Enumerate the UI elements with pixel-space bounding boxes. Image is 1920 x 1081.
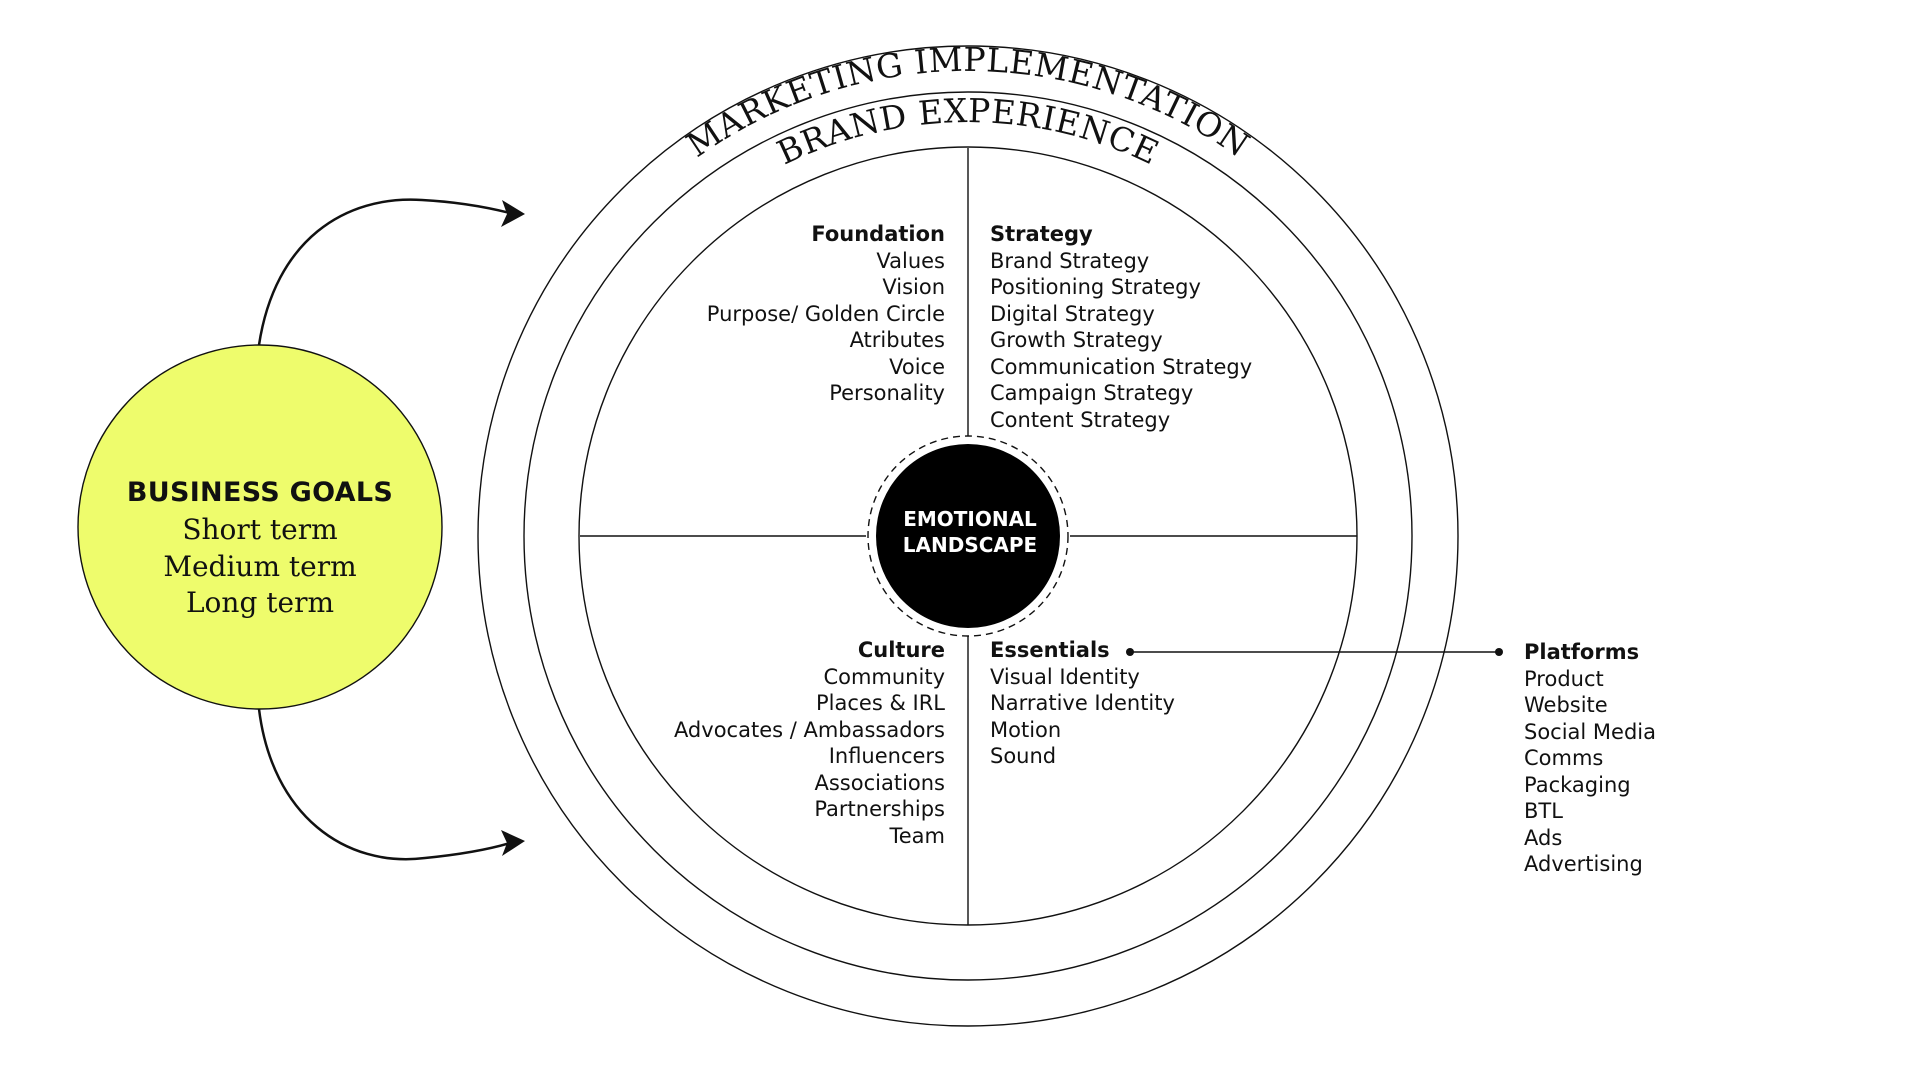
culture-item: Associations — [814, 770, 945, 795]
platforms-list: Platforms Product Website Social Media C… — [1524, 639, 1656, 878]
strategy-item: Brand Strategy — [990, 248, 1150, 273]
platform-item: Ads — [1524, 825, 1563, 850]
platform-item: Product — [1524, 666, 1604, 691]
goal-item: Medium term — [163, 549, 357, 583]
platform-item: Packaging — [1524, 772, 1631, 797]
business-goals-title: BUSINESS GOALS — [126, 477, 394, 508]
essentials-item: Motion — [990, 717, 1062, 742]
culture-item: Advocates / Ambassadors — [673, 717, 945, 742]
foundation-quadrant: Foundation Values Vision Purpose/ Golden… — [707, 221, 945, 407]
culture-item: Places & IRL — [816, 691, 945, 715]
marketing-implementation-label: MARKETING IMPLEMENTATION — [679, 40, 1256, 165]
foundation-item: Vision — [882, 275, 945, 299]
strategy-quadrant: Strategy Brand Strategy Positioning Stra… — [990, 221, 1252, 433]
arrow-bottom-head — [501, 830, 525, 856]
middle-ring — [523, 91, 1413, 981]
strategy-item: Growth Strategy — [990, 328, 1163, 352]
goal-item: Long term — [185, 586, 335, 619]
foundation-title: Foundation — [811, 222, 945, 246]
platforms-title: Platforms — [1524, 640, 1640, 664]
culture-item: Influencers — [828, 744, 945, 768]
center-disc — [876, 444, 1060, 628]
center-line-1: EMOTIONAL — [903, 507, 1037, 531]
essentials-item: Narrative Identity — [990, 691, 1175, 715]
connector-dot-end — [1495, 648, 1503, 656]
strategy-item: Content Strategy — [990, 407, 1171, 432]
platform-item: Comms — [1524, 746, 1604, 770]
center-line-2: LANDSCAPE — [902, 533, 1038, 557]
emotional-landscape-label: EMOTIONAL LANDSCAPE — [873, 506, 1067, 558]
outer-ring — [477, 45, 1459, 1027]
foundation-item: Atributes — [849, 328, 945, 352]
essentials-title: Essentials — [990, 638, 1110, 662]
arrow-bottom — [257, 708, 511, 861]
culture-quadrant: Culture Community Places & IRL Advocates… — [674, 637, 945, 849]
essentials-item: Visual Identity — [990, 664, 1140, 689]
culture-item: Community — [823, 664, 945, 689]
platform-item: Social Media — [1524, 719, 1657, 744]
essentials-item: Sound — [990, 744, 1057, 768]
business-goals-text: BUSINESS GOALS Short term Medium term Lo… — [79, 474, 441, 622]
foundation-item: Values — [876, 248, 945, 273]
culture-item: Partnerships — [814, 797, 945, 821]
foundation-item: Purpose/ Golden Circle — [706, 301, 945, 326]
essentials-quadrant: Essentials Visual Identity Narrative Ide… — [990, 637, 1175, 770]
strategy-item: Positioning Strategy — [990, 275, 1201, 299]
connector-dot-start — [1126, 648, 1134, 656]
platform-item: BTL — [1524, 799, 1563, 823]
arrow-top — [257, 198, 511, 346]
foundation-item: Voice — [889, 354, 945, 379]
platform-item: Advertising — [1524, 852, 1643, 876]
arrow-top-head — [501, 200, 525, 227]
platform-item: Website — [1524, 693, 1608, 717]
strategy-item: Campaign Strategy — [990, 381, 1194, 405]
strategy-item: Digital Strategy — [990, 301, 1155, 326]
culture-title: Culture — [857, 638, 945, 662]
strategy-title: Strategy — [990, 222, 1093, 246]
goal-item: Short term — [182, 513, 338, 546]
foundation-item: Personality — [829, 381, 945, 405]
strategy-item: Communication Strategy — [990, 354, 1253, 379]
culture-item: Team — [889, 823, 945, 848]
